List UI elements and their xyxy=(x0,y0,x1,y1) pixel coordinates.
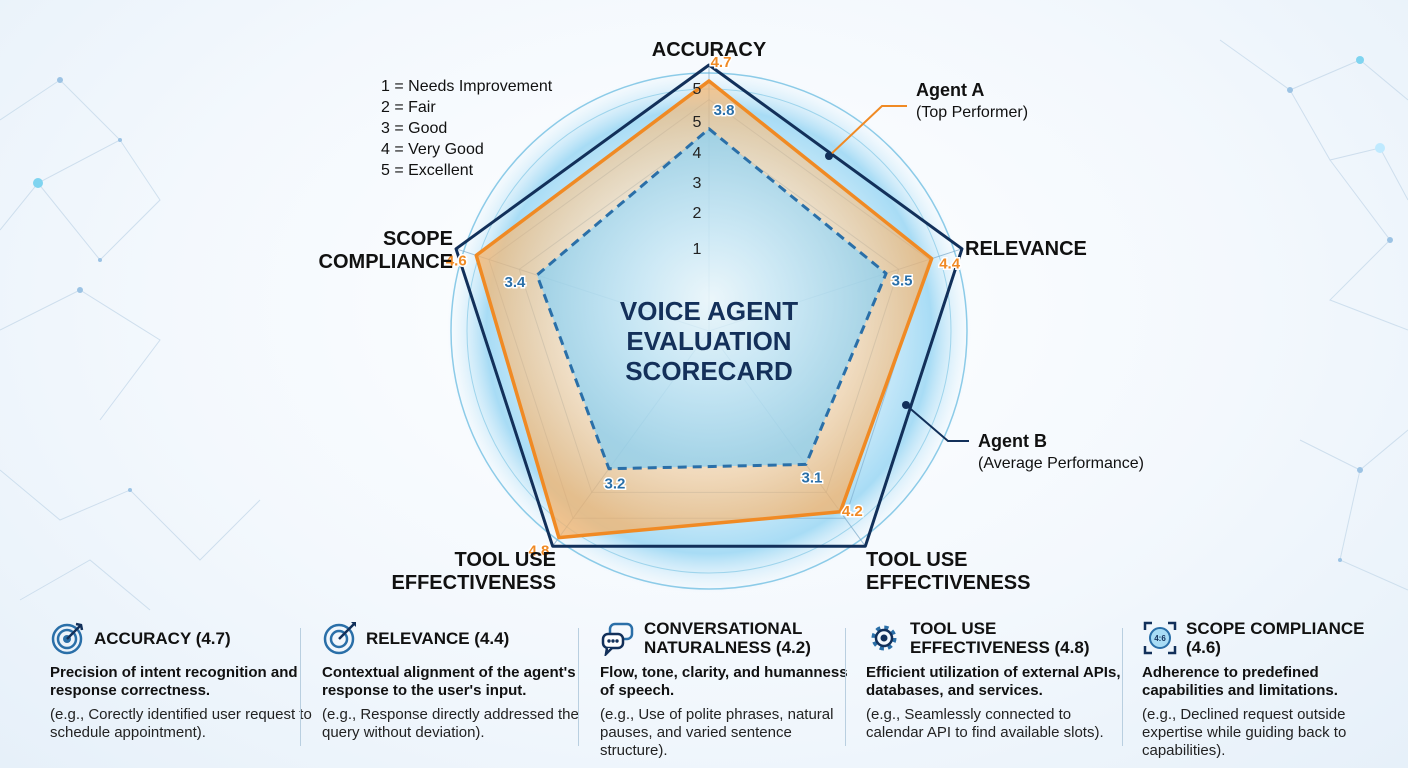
scale-legend-item: 1 = Needs Improvement xyxy=(381,78,553,95)
radar-tick-label: 3 xyxy=(693,175,702,192)
svg-text:4:6: 4:6 xyxy=(1154,634,1166,643)
agent-a-label: Agent A xyxy=(916,80,985,100)
scale-legend-item: 3 = Good xyxy=(381,120,448,137)
agent-a-subtitle: (Top Performer) xyxy=(916,104,1029,121)
card-relevance: RELEVANCE (4.4) Contextual alignment of … xyxy=(322,618,584,763)
card-description: Precision of intent recognition and resp… xyxy=(50,664,298,699)
card-example: (e.g., Use of polite phrases, natural pa… xyxy=(600,706,834,759)
agent-a-leader-line xyxy=(828,105,907,157)
axis-label-relevance: RELEVANCE xyxy=(965,238,1087,260)
radar-tick-label: 5 xyxy=(693,81,702,98)
card-title: TOOL USE EFFECTIVENESS (4.8) xyxy=(910,619,1090,657)
agent-a-value-label: 4.2 xyxy=(842,503,863,520)
scope-frame-icon: 4:6 xyxy=(1143,621,1177,655)
card-tool-use-effectiveness: TOOL USE EFFECTIVENESS (4.8) Efficient u… xyxy=(866,618,1122,763)
agent-a-value-label: 4.8 xyxy=(528,543,549,560)
agent-a-value-label: 4.6 xyxy=(446,252,467,269)
radar-outer-pentagon xyxy=(454,63,964,548)
card-conversational-naturalness: CONVERSATIONAL NATURALNESS (4.2) Flow, t… xyxy=(600,618,848,763)
card-example: (e.g., Response directly addressed the q… xyxy=(322,706,579,741)
agent-b-polygon xyxy=(535,127,888,471)
card-description: Efficient utilization of external APIs, … xyxy=(866,664,1121,699)
card-title: RELEVANCE (4.4) xyxy=(366,628,510,648)
radar-tick-label: 1 xyxy=(693,241,702,258)
gear-icon xyxy=(871,625,897,651)
agent-b-subtitle: (Average Performance) xyxy=(978,455,1144,472)
radar-tick-labels: 1 2 3 4 5 5 xyxy=(693,81,702,258)
agent-a-leader-dot xyxy=(825,152,833,160)
scale-legend: 1 = Needs Improvement 2 = Fair 3 = Good … xyxy=(381,76,552,181)
card-description: Flow, tone, clarity, and humanness of sp… xyxy=(600,664,848,699)
target-arrow-icon xyxy=(323,622,356,655)
card-title: SCOPE COMPLIANCE (4.6) xyxy=(1186,619,1365,657)
card-divider xyxy=(845,628,846,746)
card-example: (e.g., Seamlessly connected to calendar … xyxy=(866,706,1104,741)
radar-tick-label: 4 xyxy=(693,145,702,162)
card-accuracy: ACCURACY (4.7) Precision of intent recog… xyxy=(50,618,312,763)
radar-value-labels: 4.7 4.4 4.2 4.8 4.6 3.8 3.5 3.1 3.2 3.4 xyxy=(444,52,962,561)
card-title: CONVERSATIONAL NATURALNESS (4.2) xyxy=(644,619,811,657)
agent-b-value-label: 3.2 xyxy=(605,476,626,493)
card-divider xyxy=(1122,628,1123,746)
agent-a-value-label: 4.4 xyxy=(939,256,961,273)
card-description: Adherence to predefined capabilities and… xyxy=(1142,664,1338,699)
scale-legend-item: 5 = Excellent xyxy=(381,162,474,179)
chat-bubbles-icon xyxy=(601,622,634,656)
agent-b-label: Agent B xyxy=(978,431,1047,451)
target-icon xyxy=(51,622,84,655)
card-example: (e.g., Declined request outside expertis… xyxy=(1142,706,1347,759)
agent-b-leader-dot xyxy=(902,401,910,409)
radar-tick-label: 5 xyxy=(693,114,702,131)
card-divider xyxy=(300,628,301,746)
card-title: ACCURACY (4.7) xyxy=(94,628,231,648)
card-scope-compliance: 4:6 SCOPE COMPLIANCE (4.6) Adherence to … xyxy=(1142,618,1392,763)
axis-label-accuracy: ACCURACY xyxy=(652,39,767,61)
card-example: (e.g., Corectly identified user request … xyxy=(50,706,312,741)
agent-b-value-label: 3.5 xyxy=(892,272,913,289)
agent-b-value-label: 3.4 xyxy=(505,274,527,291)
agent-b-value-label: 3.1 xyxy=(802,469,823,486)
agent-b-leader-line xyxy=(905,404,969,442)
agent-b-value-label: 3.8 xyxy=(714,102,735,119)
scale-legend-item: 2 = Fair xyxy=(381,99,436,116)
card-divider xyxy=(578,628,579,746)
radar-tick-label: 2 xyxy=(693,205,702,222)
scale-legend-item: 4 = Very Good xyxy=(381,141,484,158)
agent-a-value-label: 4.7 xyxy=(711,54,732,71)
card-description: Contextual alignment of the agent's resp… xyxy=(322,664,576,699)
